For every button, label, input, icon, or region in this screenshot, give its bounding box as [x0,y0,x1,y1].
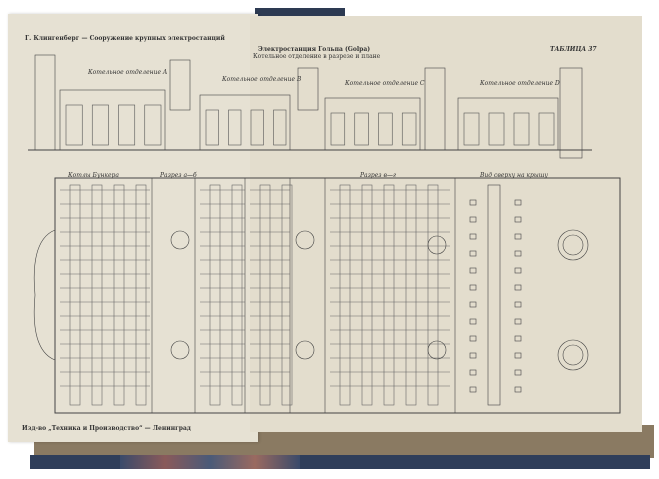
drawing-subtitle: Котельное отделение в разрезе и плане [253,53,381,60]
boiler [205,109,219,146]
chimney [424,67,446,151]
boiler [488,112,505,146]
roof-vent [469,369,477,376]
roof-vent [514,352,522,359]
roof-vent [514,216,522,223]
boiler-column [69,184,81,406]
boiler-column [281,184,293,406]
flue-ring [295,340,315,360]
plan-label-roof: Вид сверху на крышу [480,172,548,179]
boiler-column [209,184,221,406]
roof-vent [469,335,477,342]
boiler-house [324,97,421,151]
roof-vent [469,199,477,206]
boiler-column [135,184,147,406]
boiler-column [427,184,439,406]
table-label: ТАБЛИЦА 37 [550,46,597,53]
chimney-plan-inner [562,234,584,256]
roof-vent [514,250,522,257]
roof-vent [514,335,522,342]
roof-vent [469,301,477,308]
boiler [330,112,346,146]
roof-vent [514,386,522,393]
boiler-column [339,184,351,406]
plan-label-vg: Разрез в—г [360,172,396,179]
boiler-column [405,184,417,406]
roof-vent [469,250,477,257]
roof-vent [514,369,522,376]
flue-ring [427,235,447,255]
boiler-column [361,184,373,406]
boiler-house [457,97,559,151]
section-label-d: Котельное отделение D [480,80,560,87]
chimney [559,67,583,159]
chimney [297,67,319,111]
roof-vent [469,284,477,291]
chimney [34,54,56,151]
boiler [273,109,287,146]
publisher-footer: Изд-во „Техника и Производство“ — Ленинг… [22,425,191,432]
roof-conveyor [487,184,501,406]
flue-duct [33,229,56,361]
boiler [401,112,417,146]
boiler [463,112,480,146]
section-label-a: Котельное отделение A [88,69,168,76]
boiler [378,112,393,146]
chimney-plan-inner [562,344,584,366]
cover-pattern [120,455,300,469]
drawing-title: Электростанция Гольпа (Golpa) [258,46,371,53]
chimney-plan [557,339,589,371]
roof-vent [514,233,522,240]
plan-outline [54,177,621,414]
boiler [228,109,242,146]
section-label-b: Котельное отделение B [222,76,302,83]
right-page [250,16,642,432]
boiler-house [199,94,291,151]
boiler [250,109,264,146]
boiler-column [259,184,271,406]
roof-vent [469,386,477,393]
header-left: Г. Клингенберг — Сооружение крупных элек… [25,35,225,42]
flue-ring [170,340,190,360]
boiler [91,104,109,146]
boiler [354,112,369,146]
boiler-house [59,89,166,151]
plan-label-ab: Разрез а—б [160,172,197,179]
boiler [118,104,136,146]
boiler [65,104,83,146]
roof-vent [469,318,477,325]
roof-vent [514,301,522,308]
boiler-column [231,184,243,406]
boiler-column [91,184,103,406]
boiler [513,112,530,146]
roof-vent [469,216,477,223]
boiler-column [113,184,125,406]
plan-label-bunkers: Котлы Бункера [68,172,119,179]
roof-vent [514,318,522,325]
boiler [538,112,555,146]
flue-ring [170,230,190,250]
section-label-c: Котельное отделение C [345,80,425,87]
boiler [144,104,162,146]
roof-vent [514,199,522,206]
roof-vent [514,267,522,274]
roof-vent [514,284,522,291]
boiler-column [383,184,395,406]
flue-ring [427,340,447,360]
flue-ring [295,230,315,250]
chimney [169,59,191,111]
roof-vent [469,267,477,274]
roof-vent [469,352,477,359]
left-page [8,14,258,442]
chimney-plan [557,229,589,261]
roof-vent [469,233,477,240]
book-cover-bottom [30,455,650,469]
